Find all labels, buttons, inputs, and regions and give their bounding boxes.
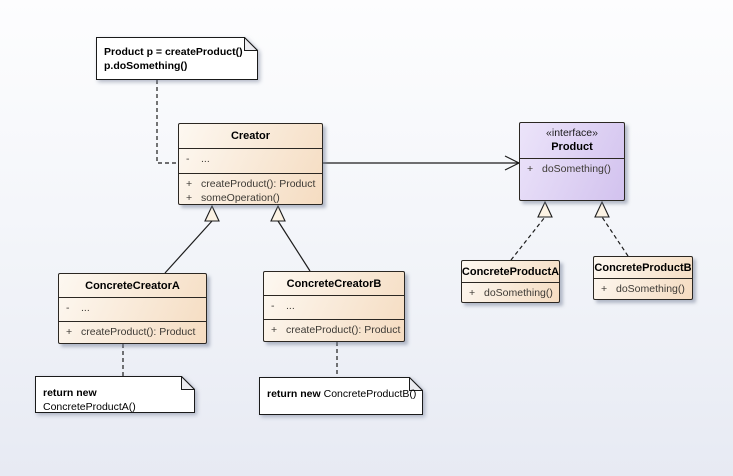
note-line: Product p = createProduct(): [104, 46, 243, 58]
note-shape: [96, 37, 258, 80]
hollow-triangle-icon: [204, 204, 220, 222]
method-row: + doSomething(): [527, 163, 611, 175]
class-name: Creator: [230, 130, 271, 142]
connector-note-to-creator[interactable]: [156, 80, 178, 164]
attribute-row: - ...: [66, 302, 90, 314]
attribute-row: - ...: [186, 153, 210, 165]
note-line: p.doSomething(): [104, 60, 188, 72]
attribute-row: - ...: [271, 300, 295, 312]
class-name: ConcreteCreatorA: [85, 279, 180, 292]
note-return-concreteproducta[interactable]: return new ConcreteProductA(): [35, 376, 195, 413]
class-concretecreatorb[interactable]: ConcreteCreatorB - ... + createProduct()…: [263, 271, 405, 342]
class-title: Creator: [179, 124, 322, 149]
class-name: ConcreteProductB: [594, 261, 692, 274]
class-concretecreatora[interactable]: ConcreteCreatorA - ... + createProduct()…: [58, 273, 207, 344]
note-client-code[interactable]: Product p = createProduct() p.doSomethin…: [96, 37, 258, 80]
class-title: ConcreteCreatorA: [59, 274, 206, 298]
note-fold-icon: [244, 37, 258, 51]
hollow-triangle-icon: [594, 200, 610, 218]
class-title: ConcreteProductA: [462, 261, 559, 283]
method-row: + doSomething(): [601, 283, 685, 295]
method-row: + createProduct(): Product: [271, 324, 401, 336]
methods-compartment: + doSomething(): [462, 283, 559, 302]
methods-compartment: + doSomething(): [594, 279, 692, 299]
methods-compartment: + createProduct(): Product + someOperati…: [179, 174, 322, 205]
note-text-rest: ConcreteProductA(): [43, 401, 136, 413]
note-shape: [259, 377, 423, 415]
class-creator[interactable]: Creator - ... + createProduct(): Product…: [178, 123, 323, 205]
hollow-triangle-icon: [537, 200, 553, 218]
method-row: + createProduct(): Product: [186, 178, 316, 190]
method-row: + createProduct(): Product: [66, 326, 196, 338]
note-text-rest: ConcreteProductB(): [320, 388, 417, 400]
class-name: Product: [551, 141, 593, 153]
methods-compartment: + doSomething(): [520, 159, 624, 200]
class-concreteproducta[interactable]: ConcreteProductA + doSomething(): [461, 260, 560, 303]
note-fold-icon: [181, 376, 195, 390]
class-name: ConcreteCreatorB: [286, 277, 382, 290]
connector-generalization-concretecreatora[interactable]: [164, 204, 220, 274]
method-row: + doSomething(): [469, 287, 553, 299]
note-shape: [35, 376, 195, 413]
method-row: + someOperation(): [186, 192, 280, 204]
attributes-compartment: - ...: [179, 149, 322, 174]
hollow-triangle-icon: [270, 204, 286, 222]
methods-compartment: + createProduct(): Product: [59, 322, 206, 343]
connector-realization-concreteproducta[interactable]: [510, 200, 553, 261]
methods-compartment: + createProduct(): Product: [264, 320, 404, 341]
class-product-interface[interactable]: «interface» Product + doSomething(): [519, 122, 625, 201]
class-name: ConcreteProductA: [461, 265, 560, 278]
attributes-compartment: - ...: [59, 298, 206, 322]
class-title: ConcreteProductB: [594, 257, 692, 279]
class-title: ConcreteCreatorB: [264, 272, 404, 296]
note-fold-icon: [409, 377, 423, 391]
class-concreteproductb[interactable]: ConcreteProductB + doSomething(): [593, 256, 693, 300]
connector-generalization-concretecreatorb[interactable]: [270, 204, 311, 272]
attributes-compartment: - ...: [264, 296, 404, 320]
note-return-concreteproductb[interactable]: return new ConcreteProductB(): [259, 377, 423, 415]
connector-association-creator-product[interactable]: [323, 155, 521, 171]
note-bold-text: return new: [43, 387, 97, 399]
note-bold-text: return new: [267, 388, 321, 400]
class-title: «interface» Product: [520, 123, 624, 159]
connector-realization-concreteproductb[interactable]: [594, 200, 629, 257]
stereotype-label: «interface»: [546, 127, 598, 139]
